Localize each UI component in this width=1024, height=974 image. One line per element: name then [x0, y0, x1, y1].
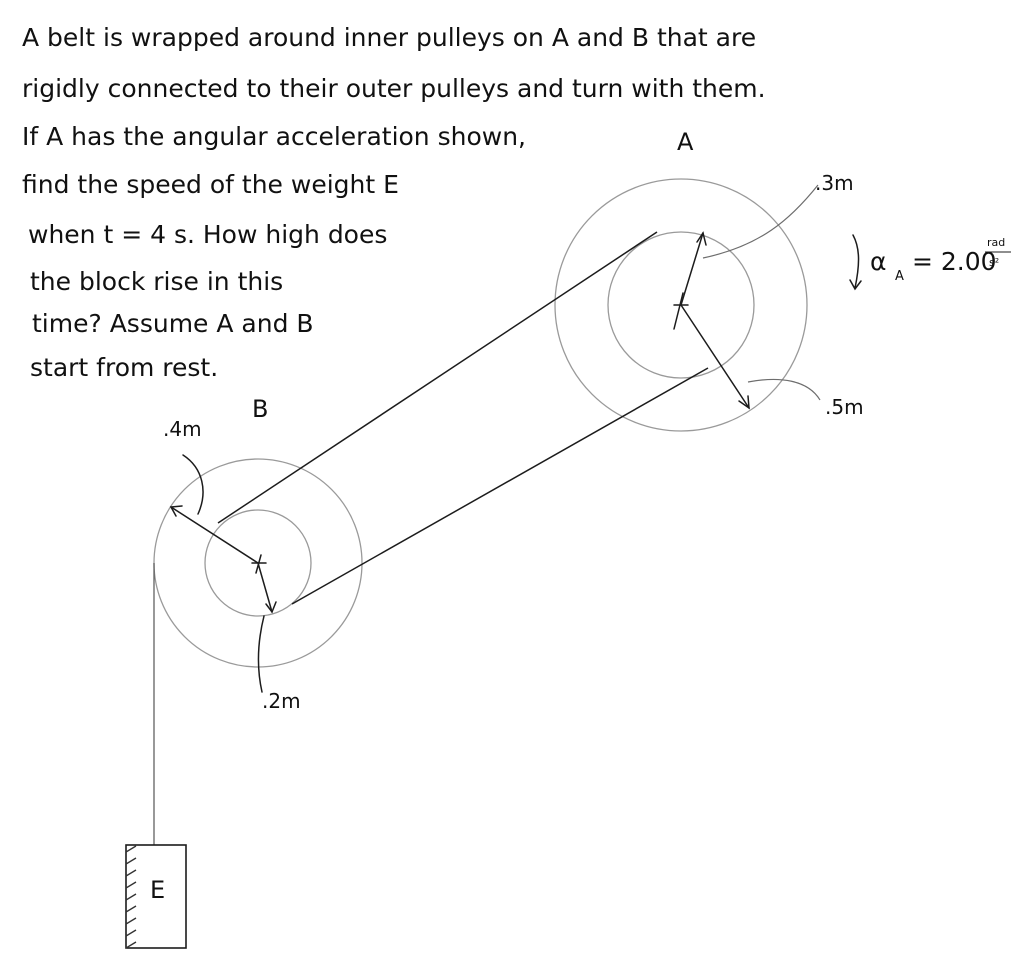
pulley-a-inner: [607, 231, 755, 379]
arrowhead-icon: [696, 231, 707, 246]
pulley-b-outer-radius-label: .4m: [163, 417, 202, 441]
alpha-unit-denominator: s²: [989, 256, 999, 269]
pulley-b-inner-radius-line: [257, 562, 273, 613]
pulley-b-inner-radius-label: .2m: [262, 689, 301, 713]
pulley-a-outer: [554, 178, 808, 432]
problem-line-6: the block rise in this: [30, 267, 283, 296]
weight-assembly: E: [125, 563, 187, 949]
arrowhead-icon: [738, 395, 750, 410]
pulley-b-outer-radius-line: [170, 506, 259, 564]
angular-acceleration: α A = 2.00 rad s²: [849, 234, 1011, 291]
pulley-a-inner-radius-label: .3m: [815, 171, 854, 195]
leader-line-b-inner: [257, 615, 265, 693]
pulley-a-outer-radius-line: [680, 304, 750, 409]
pulley-a-outer-radius-label: .5m: [825, 395, 864, 419]
pulley-a-label: A: [677, 128, 694, 156]
alpha-unit-numerator: rad: [987, 236, 1005, 249]
belt-lower-run: [291, 367, 709, 605]
problem-line-1: A belt is wrapped around inner pulleys o…: [22, 23, 756, 52]
clockwise-arrow-icon: [852, 234, 860, 289]
pulley-a: A .3m .5m: [554, 128, 864, 432]
alpha-value: = 2.00: [912, 247, 997, 276]
problem-line-8: start from rest.: [30, 353, 218, 382]
pulley-a-center-mark: [673, 292, 689, 330]
problem-line-5: when t = 4 s. How high does: [28, 220, 387, 249]
belt: [217, 231, 709, 605]
arrowhead-icon: [849, 279, 862, 291]
problem-line-7: time? Assume A and B: [32, 309, 314, 338]
pulley-b: B .4m .2m: [153, 395, 363, 713]
problem-line-4: find the speed of the weight E: [22, 170, 399, 199]
leader-line-a-inner: [702, 184, 819, 259]
weight-e-block: [125, 844, 187, 949]
weight-hatching: [125, 845, 137, 949]
problem-statement: A belt is wrapped around inner pulleys o…: [22, 23, 766, 382]
pulley-a-inner-radius-line: [680, 232, 704, 306]
pulley-b-inner: [204, 509, 312, 617]
leader-line-a-outer: [747, 378, 821, 401]
alpha-symbol: α: [870, 247, 886, 276]
belt-upper-run: [217, 231, 658, 524]
weight-e-label: E: [150, 876, 165, 904]
arrowhead-icon: [265, 601, 277, 614]
arrowhead-icon: [169, 505, 183, 517]
problem-line-3: If A has the angular acceleration shown,: [22, 122, 526, 151]
pulley-b-label: B: [252, 395, 268, 423]
leader-line-b-outer: [182, 454, 204, 515]
problem-line-2: rigidly connected to their outer pulleys…: [22, 74, 766, 103]
alpha-subscript: A: [895, 269, 904, 284]
